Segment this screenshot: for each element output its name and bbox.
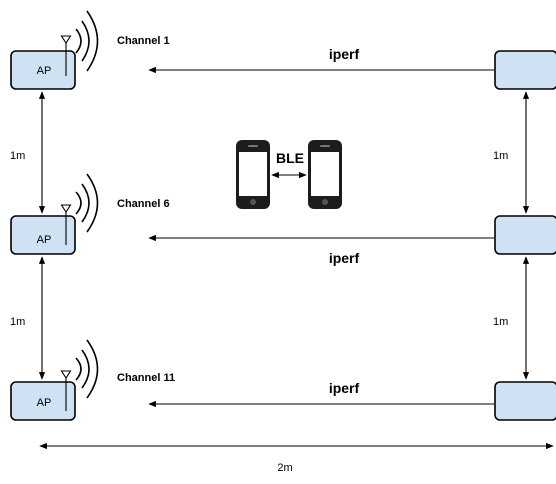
ap-box-1 [10, 50, 76, 90]
signal-waves-icon [75, 10, 99, 72]
ble-label: BLE [276, 150, 304, 166]
ap-node-1: AP Channel 1 [10, 10, 170, 90]
ap-box-2 [10, 215, 76, 255]
client-box-2 [494, 215, 556, 255]
smartphone-icon [308, 140, 342, 209]
ap-box-3 [10, 381, 76, 421]
distance-label-horizontal: 2m [277, 462, 292, 474]
distance-label-right-2: 1m [493, 316, 508, 328]
ap-label-2: AP [37, 234, 52, 246]
ap-label-3: AP [37, 397, 52, 409]
ap-node-2: AP Channel 6 [10, 173, 170, 255]
channel-label-3: Channel 11 [117, 372, 175, 384]
antenna-icon [60, 370, 72, 411]
signal-waves-icon [75, 173, 99, 233]
iperf-label-3: iperf [329, 380, 360, 396]
client-box-1 [494, 50, 556, 90]
distance-label-left-2: 1m [10, 316, 25, 328]
signal-waves-icon [75, 339, 99, 399]
ap-label-1: AP [37, 65, 52, 77]
distance-label-right-1: 1m [493, 150, 508, 162]
distance-label-left-1: 1m [10, 150, 25, 162]
ap-node-3: AP Channel 11 [10, 339, 175, 421]
smartphone-icon [236, 140, 270, 209]
antenna-icon [60, 204, 72, 245]
antenna-icon [60, 35, 72, 76]
iperf-label-1: iperf [329, 46, 360, 62]
channel-label-2: Channel 6 [117, 198, 170, 210]
channel-label-1: Channel 1 [117, 35, 170, 47]
iperf-label-2: iperf [329, 250, 360, 266]
client-box-3 [494, 381, 556, 421]
